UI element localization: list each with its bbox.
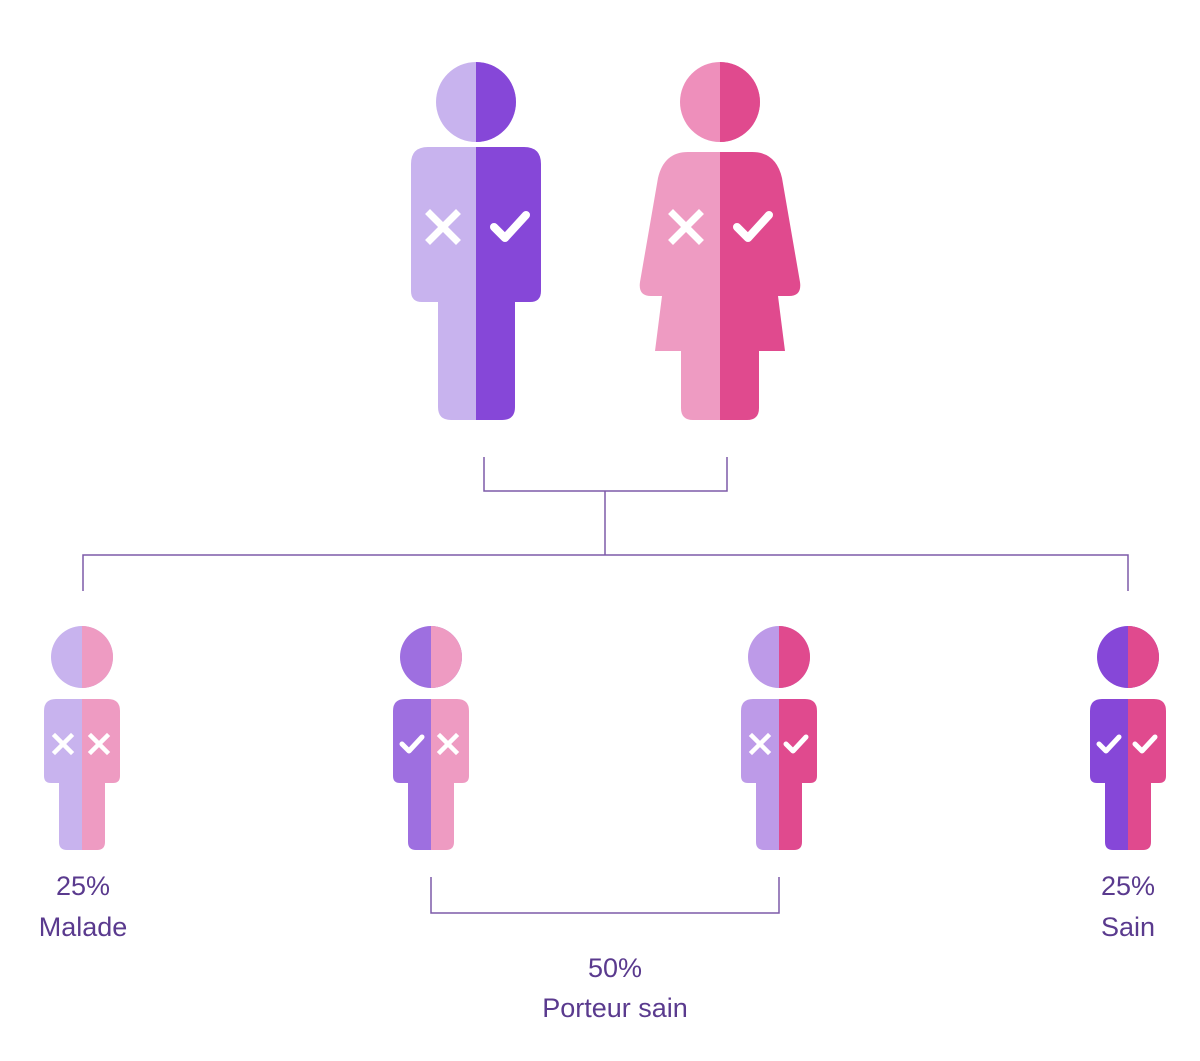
child-3-body-left (741, 699, 779, 850)
mother-head-right (720, 62, 760, 142)
child-2-right-cross-icon (436, 732, 460, 756)
father-body-left (411, 147, 476, 420)
mother-body-left (639, 152, 720, 420)
child-4-status: Sain (1100, 912, 1156, 942)
child-3-head-right (779, 626, 810, 688)
child-3-right-check-icon (783, 734, 809, 754)
child-1-body-right (82, 699, 120, 850)
child-1-figure (44, 626, 120, 850)
carrier-percent: 50% (587, 953, 643, 983)
child-2-left-check-icon (399, 734, 425, 754)
mother-figure (639, 62, 801, 420)
child-4-figure (1090, 626, 1166, 850)
child-4-head-right (1128, 626, 1159, 688)
mother-check-icon (733, 211, 773, 242)
child-3-figure (741, 626, 817, 850)
parents-bracket (483, 457, 728, 492)
father-body-right (476, 147, 541, 420)
child-4-body-left (1090, 699, 1128, 850)
child-1-right-cross-icon (87, 732, 111, 756)
mother-cross-icon (668, 209, 704, 245)
children-group (44, 626, 1166, 850)
child-1-left-cross-icon (51, 732, 75, 756)
child-2-figure (393, 626, 469, 850)
child-4-percent: 25% (1100, 871, 1156, 901)
father-check-icon (490, 211, 530, 242)
child-2-head-right (431, 626, 462, 688)
mother-body-right (720, 152, 801, 420)
carrier-bracket (430, 877, 780, 914)
child-4-right-check-icon (1132, 734, 1158, 754)
child-2-body-left (393, 699, 431, 850)
child-3-body-right (779, 699, 817, 850)
father-figure (411, 62, 541, 420)
child-3-left-cross-icon (748, 732, 772, 756)
father-head-right (476, 62, 516, 142)
child-4-left-check-icon (1096, 734, 1122, 754)
child-1-percent: 25% (55, 871, 111, 901)
carrier-status: Porteur sain (542, 993, 688, 1023)
connector-lines (82, 457, 1129, 914)
child-1-status: Malade (38, 912, 128, 942)
child-1-body-left (44, 699, 82, 850)
child-1-head-right (82, 626, 113, 688)
father-cross-icon (425, 209, 461, 245)
child-2-body-right (431, 699, 469, 850)
child-4-body-right (1128, 699, 1166, 850)
children-branch (82, 554, 1129, 591)
